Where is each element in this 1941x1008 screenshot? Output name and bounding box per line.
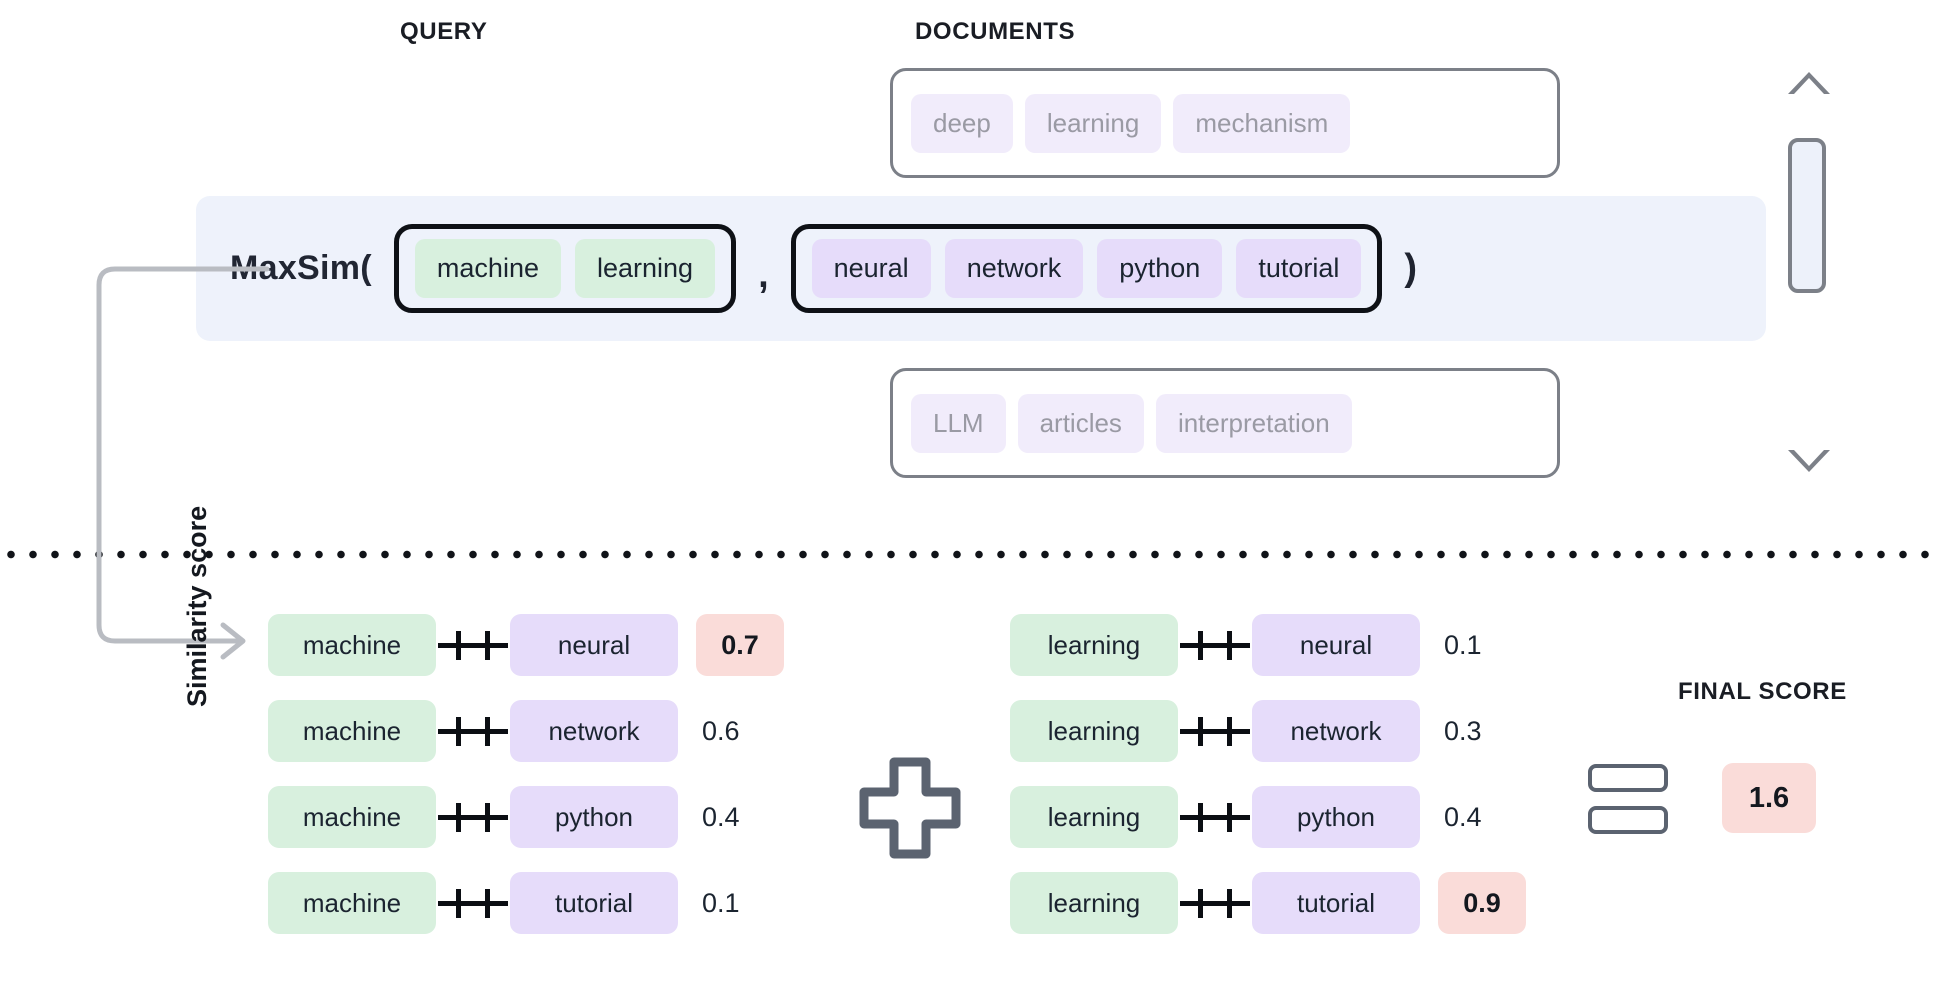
score-value: 0.3 xyxy=(1444,715,1482,746)
document-token: learning xyxy=(1024,93,1162,153)
equals-icon xyxy=(1588,764,1668,834)
pair-column-machine: machine neural 0.7 machine network 0.6 m… xyxy=(268,614,788,934)
document-token: python xyxy=(510,786,678,848)
document-token: LLM xyxy=(911,393,1006,453)
query-token: learning xyxy=(1010,614,1178,676)
pair-column-learning: learning neural 0.1 learning network 0.3… xyxy=(1010,614,1530,934)
table-row[interactable]: machine python 0.4 xyxy=(268,786,788,848)
query-token: learning xyxy=(574,239,716,298)
score-value: 0.4 xyxy=(1444,801,1482,832)
table-row[interactable]: machine neural 0.7 xyxy=(268,614,788,676)
document-token-group[interactable]: neural network python tutorial xyxy=(790,224,1383,313)
score-value-max: 0.7 xyxy=(696,614,784,676)
maxsim-comma: , xyxy=(758,254,769,296)
document-token: articles xyxy=(1017,393,1144,453)
document-token: neural xyxy=(1252,614,1420,676)
document-token: tutorial xyxy=(1236,239,1362,298)
query-token-group[interactable]: machine learning xyxy=(393,224,737,313)
table-row[interactable]: machine network 0.6 xyxy=(268,700,788,762)
maxsim-expression-row[interactable]: MaxSim( machine learning , neural networ… xyxy=(196,196,1766,341)
final-score-value: 1.6 xyxy=(1722,763,1816,833)
link-icon xyxy=(436,700,510,762)
query-token: learning xyxy=(1010,700,1178,762)
score-value: 0.6 xyxy=(702,715,740,746)
table-row[interactable]: machine tutorial 0.1 xyxy=(268,872,788,934)
table-row[interactable]: learning neural 0.1 xyxy=(1010,614,1530,676)
section-divider xyxy=(0,550,1941,559)
plus-icon xyxy=(859,757,961,859)
maxsim-close-paren: ) xyxy=(1404,247,1418,289)
document-token: network xyxy=(510,700,678,762)
score-value: 0.4 xyxy=(702,801,740,832)
query-token: learning xyxy=(1010,786,1178,848)
query-token: machine xyxy=(268,872,436,934)
document-row-top[interactable]: deep learning mechanism xyxy=(890,68,1560,178)
link-icon xyxy=(436,786,510,848)
document-token: tutorial xyxy=(510,872,678,934)
document-token: network xyxy=(944,239,1084,298)
query-token: machine xyxy=(414,239,561,298)
document-token: neural xyxy=(510,614,678,676)
maxsim-function-label: MaxSim( xyxy=(230,249,372,287)
query-token: machine xyxy=(268,786,436,848)
query-token: learning xyxy=(1010,872,1178,934)
document-token: deep xyxy=(911,93,1013,153)
scrollbar-thumb[interactable] xyxy=(1788,138,1826,293)
link-icon xyxy=(1178,786,1252,848)
score-value: 0.1 xyxy=(1444,629,1482,660)
table-row[interactable]: learning python 0.4 xyxy=(1010,786,1530,848)
query-column-heading: QUERY xyxy=(400,18,488,45)
triangle-down-icon[interactable] xyxy=(1788,450,1830,472)
link-icon xyxy=(436,872,510,934)
document-row-bottom[interactable]: LLM articles interpretation xyxy=(890,368,1560,478)
document-token: tutorial xyxy=(1252,872,1420,934)
link-icon xyxy=(1178,700,1252,762)
triangle-up-icon[interactable] xyxy=(1788,72,1830,94)
link-icon xyxy=(436,614,510,676)
document-token: network xyxy=(1252,700,1420,762)
link-icon xyxy=(1178,614,1252,676)
final-score-label: FINAL SCORE xyxy=(1678,678,1847,705)
query-token: machine xyxy=(268,614,436,676)
document-token: interpretation xyxy=(1155,393,1352,453)
document-token: python xyxy=(1252,786,1420,848)
table-row[interactable]: learning network 0.3 xyxy=(1010,700,1530,762)
document-token: neural xyxy=(811,239,931,298)
document-token: mechanism xyxy=(1173,93,1351,153)
link-icon xyxy=(1178,872,1252,934)
documents-column-heading: DOCUMENTS xyxy=(915,18,1076,45)
score-value: 0.1 xyxy=(702,887,740,918)
query-token: machine xyxy=(268,700,436,762)
similarity-score-axis-label: Similarity score xyxy=(182,505,212,707)
table-row[interactable]: learning tutorial 0.9 xyxy=(1010,872,1530,934)
score-value-max: 0.9 xyxy=(1438,872,1526,934)
document-token: python xyxy=(1097,239,1223,298)
